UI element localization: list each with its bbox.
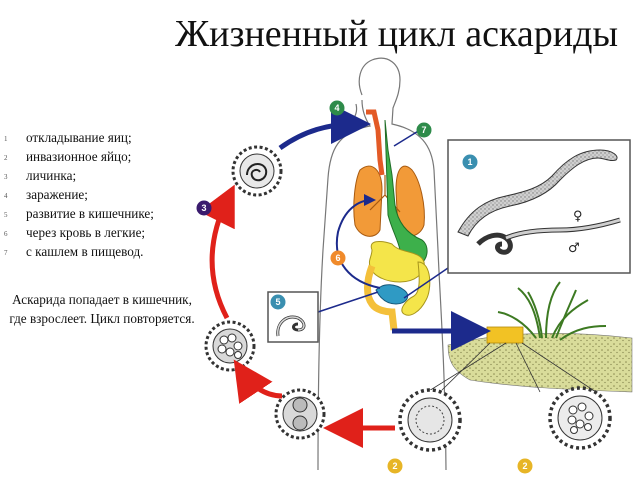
step-number: 4 [4,192,8,200]
blood-path-arrow [335,194,381,289]
step-text: через кровь в легкие; [26,225,146,240]
list-item: 7 с кашлем в пищевод. [4,242,209,261]
cycle-arrow-top [278,104,371,151]
svg-text:1: 1 [467,157,472,167]
steps-list: 1 откладывание яиц; 2 инвазионное яйцо; 3 л… [4,128,209,261]
badge-5: 5 [270,294,286,310]
cough-path-line [393,129,421,147]
intestine-link-line [317,291,379,313]
badge-1: 1 [462,154,478,170]
badge-3: 3 [196,200,212,216]
egg-deposit-highlight [486,326,524,344]
step-text: заражение; [26,187,88,202]
step-number: 2 [4,154,8,162]
svg-text:2: 2 [392,461,397,471]
badge-6: 6 [330,250,346,266]
egg-with-larva-top [231,145,283,197]
step-number: 1 [4,135,8,143]
adult-worms-panel: ♀ ♂ [447,139,631,274]
egg-infective-right [548,386,612,450]
list-item: 1 откладывание яиц; [4,128,209,147]
list-item: 4 заражение; [4,185,209,204]
svg-text:7: 7 [421,125,426,135]
badge-4: 4 [329,100,345,116]
egg-morula [204,320,256,372]
svg-text:5: 5 [275,297,280,307]
svg-text:6: 6 [335,253,340,263]
list-item: 5 развитие в кишечнике; [4,204,209,223]
step-text: развитие в кишечнике; [26,206,154,221]
badge-2-left: 2 [387,458,403,474]
badge-2-right: 2 [517,458,533,474]
step-number: 6 [4,230,8,238]
svg-text:4: 4 [334,103,339,113]
list-item: 6 через кровь в легкие; [4,223,209,242]
egg-infective-left [398,388,462,452]
grass-plant [497,281,607,341]
step-number: 3 [4,173,8,181]
svg-text:3: 3 [201,203,206,213]
cycle-arrow-lower-left [233,359,283,404]
digestive-tract [364,109,431,331]
cycle-arrow-left [198,184,235,320]
male-symbol: ♂ [568,241,580,256]
egg-two-cell [274,388,326,440]
cycle-note: Аскарида попадает в кишечник, где взросл… [9,292,195,326]
step-number: 7 [4,249,8,257]
female-worm [457,149,618,237]
female-symbol: ♀ [573,209,583,224]
soil-ground [423,281,633,395]
step-text: личинка; [26,168,77,183]
list-item: 2 инвазионное яйцо; [4,147,209,166]
step-text: с кашлем в пищевод. [26,244,144,259]
svg-text:2: 2 [522,461,527,471]
page-title: Жизненный цикл аскариды [175,13,618,55]
step-number: 5 [4,211,8,219]
list-item: 3 личинка; [4,166,209,185]
adult-link-line [403,267,449,299]
step-text: инвазионное яйцо; [26,149,132,164]
step-text: откладывание яиц; [26,130,132,145]
badge-7: 7 [416,122,432,138]
